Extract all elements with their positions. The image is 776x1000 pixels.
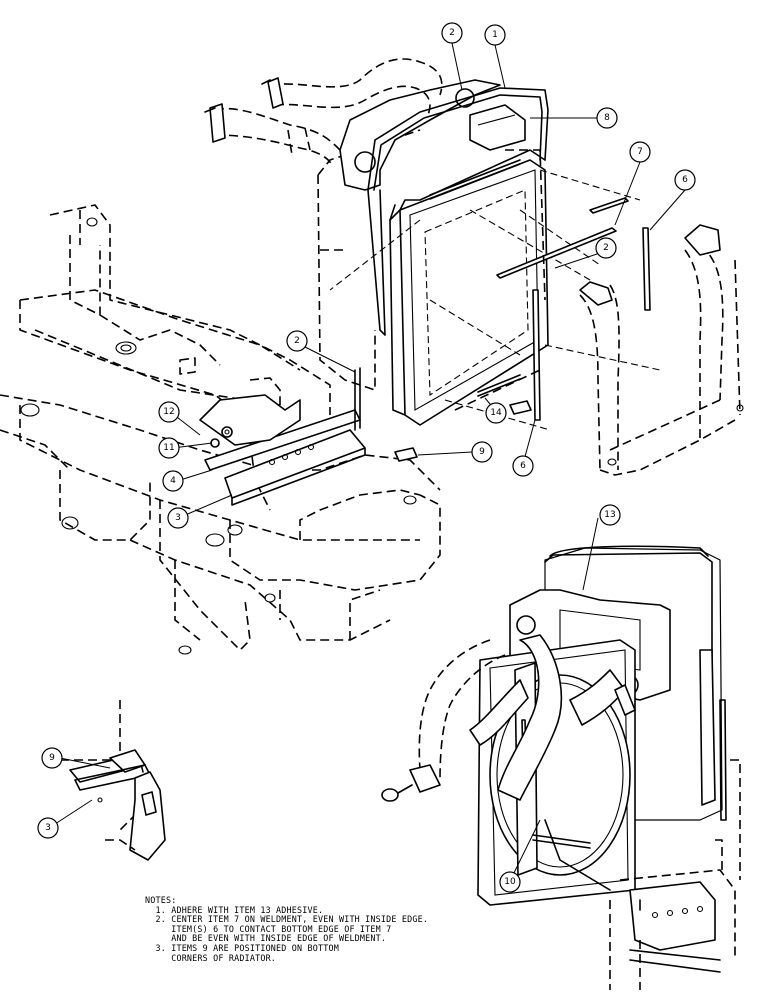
callout-balloon: 2 bbox=[286, 330, 308, 352]
callout-label: 9 bbox=[479, 447, 485, 457]
callout-balloon: 6 bbox=[674, 169, 696, 191]
callout-balloon: 6 bbox=[512, 455, 534, 477]
callout-leaders bbox=[51, 42, 686, 882]
callout-balloon: 3 bbox=[37, 817, 59, 839]
hoses-upper bbox=[204, 58, 443, 166]
notes-heading: NOTES: bbox=[145, 895, 177, 905]
callout-balloon: 11 bbox=[158, 437, 180, 459]
callout-label: 12 bbox=[163, 407, 174, 417]
callout-balloon: 4 bbox=[162, 470, 184, 492]
note-line: AND BE EVEN WITH INSIDE EDGE OF WELDMENT… bbox=[145, 933, 387, 944]
note-line: 1. ADHERE WITH ITEM 13 ADHESIVE. bbox=[145, 904, 324, 915]
radiator-assembly-lower bbox=[381, 545, 741, 990]
callout-label: 8 bbox=[604, 113, 610, 123]
callout-balloon: 9 bbox=[471, 441, 493, 463]
callout-label: 3 bbox=[45, 823, 51, 833]
callout-label: 4 bbox=[170, 476, 176, 486]
detail-view bbox=[60, 700, 166, 861]
callout-balloon: 13 bbox=[599, 504, 621, 526]
mounting-bracket bbox=[199, 367, 366, 506]
callout-label: 14 bbox=[490, 408, 502, 418]
callout-label: 6 bbox=[682, 175, 688, 185]
radiator-assembly-upper bbox=[317, 79, 661, 462]
callout-balloon: 3 bbox=[167, 507, 189, 529]
callout-balloon: 2 bbox=[595, 237, 617, 259]
callout-label: 6 bbox=[520, 461, 526, 471]
hose-right-upper bbox=[579, 224, 744, 476]
callout-label: 7 bbox=[637, 147, 643, 157]
callout-label: 11 bbox=[163, 443, 174, 453]
callout-balloon: 14 bbox=[485, 402, 507, 424]
callout-balloon: 10 bbox=[499, 871, 521, 893]
callout-label: 2 bbox=[449, 28, 455, 38]
callout-balloon: 12 bbox=[158, 401, 180, 423]
callout-label: 9 bbox=[49, 753, 55, 763]
callout-label: 3 bbox=[175, 513, 181, 523]
callout-label: 1 bbox=[492, 30, 498, 40]
callouts: 1 2 8 7 6 2 2 12 11 4 3 14 9 6 13 9 3 10 bbox=[37, 22, 696, 893]
callout-balloon: 7 bbox=[629, 141, 651, 163]
note-line: 2. CENTER ITEM 7 ON WELDMENT, EVEN WITH … bbox=[145, 914, 429, 925]
note-line: ITEM(S) 6 TO CONTACT BOTTOM EDGE OF ITEM… bbox=[145, 923, 392, 934]
note-line: 3. ITEMS 9 ARE POSITIONED ON BOTTOM bbox=[145, 942, 339, 953]
assembly-notes: NOTES: 1. ADHERE WITH ITEM 13 ADHESIVE. … bbox=[145, 895, 505, 963]
callout-balloon: 9 bbox=[41, 747, 63, 769]
callout-balloon: 8 bbox=[596, 107, 618, 129]
callout-label: 13 bbox=[604, 510, 615, 520]
callout-label: 10 bbox=[504, 877, 516, 887]
callout-label: 2 bbox=[294, 336, 300, 346]
chassis-frame bbox=[0, 204, 441, 655]
callout-balloon: 1 bbox=[484, 24, 506, 46]
callout-balloon: 2 bbox=[441, 22, 463, 44]
callout-label: 2 bbox=[603, 243, 609, 253]
note-line: CORNERS OF RADIATOR. bbox=[145, 952, 277, 963]
